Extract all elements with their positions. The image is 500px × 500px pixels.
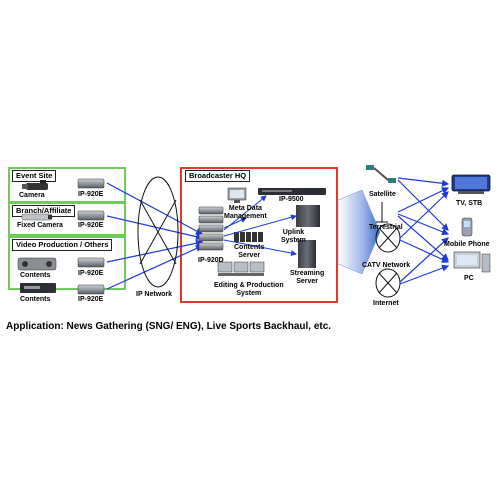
ip920d-label: IP-920D [198,257,224,264]
contents-server-line-2: Server [238,252,261,259]
encoder-label-4: IP-920E [78,296,104,303]
fixed-camera-label: Fixed Camera [17,222,63,229]
streaming-line-1: Streaming [290,270,325,277]
meta-data-line-2: Management [224,213,267,220]
pc-icon [453,251,491,273]
ip9500-label: IP-9500 [279,196,304,203]
mobile-phone-label: Mobile Phone [444,241,490,248]
camera-icon [22,180,48,190]
terrestrial-tower-icon [376,202,388,223]
tv-icon [451,174,491,194]
catv-label: CATV Network [362,262,411,269]
editing-label: Editing & Production System [214,282,284,298]
encoder-label-1: IP-920E [78,191,104,198]
contents-deck-icon [17,257,57,293]
meta-data-monitor-icon [227,187,247,203]
ip9500-unit-icon [258,188,326,195]
streaming-label: Streaming Server [290,270,324,286]
broadcaster-hq-label: Broadcaster HQ [185,170,251,182]
contents-server-label: Contents Server [234,244,264,260]
contents-label-2: Contents [20,296,51,303]
satellite-icon [366,165,396,183]
meta-data-line-1: Meta Data [228,205,262,212]
ip-network-label: IP Network [136,291,173,298]
tv-label: TV, STB [456,200,483,207]
contents-server-line-1: Contents [234,244,265,251]
source-arrows [106,182,204,290]
internet-cloud [375,268,401,298]
uplink-system-icon [296,205,320,227]
editing-line-2: System [236,290,262,297]
meta-data-label: Meta Data Management [224,205,267,221]
terrestrial-label: Terrestrial [369,224,403,231]
internet-label: Internet [373,300,399,307]
uplink-line-1: Uplink [282,229,305,236]
editing-line-1: Editing & Production [214,282,284,289]
hq-internal-arrows [223,195,297,256]
mobile-phone-icon [461,217,473,237]
ip-network-cloud [137,176,179,288]
uplink-label: Uplink System [281,229,306,245]
ip920d-rack-icon [198,206,224,251]
satellite-label: Satellite [369,191,396,198]
uplink-line-2: System [281,237,306,244]
encoder-label-2: IP-920E [78,222,104,229]
pc-label: PC [464,275,474,282]
event-site-label: Event Site [12,170,57,182]
fixed-camera-icon [21,213,53,221]
streaming-server-icon [298,240,316,268]
camera-label: Camera [19,192,45,199]
encoder-label-3: IP-920E [78,270,104,277]
application-caption: Application: News Gathering (SNG/ ENG), … [6,321,332,332]
streaming-line-2: Server [296,278,319,285]
contents-label-1: Contents [20,272,51,279]
editing-workstation-icon [217,261,265,276]
distribution-arrow [337,189,381,275]
encoder-icon [77,178,105,295]
contents-server-icon [234,232,263,242]
delivery-arrows [397,177,450,285]
video-production-label: Video Production / Others [12,239,113,251]
